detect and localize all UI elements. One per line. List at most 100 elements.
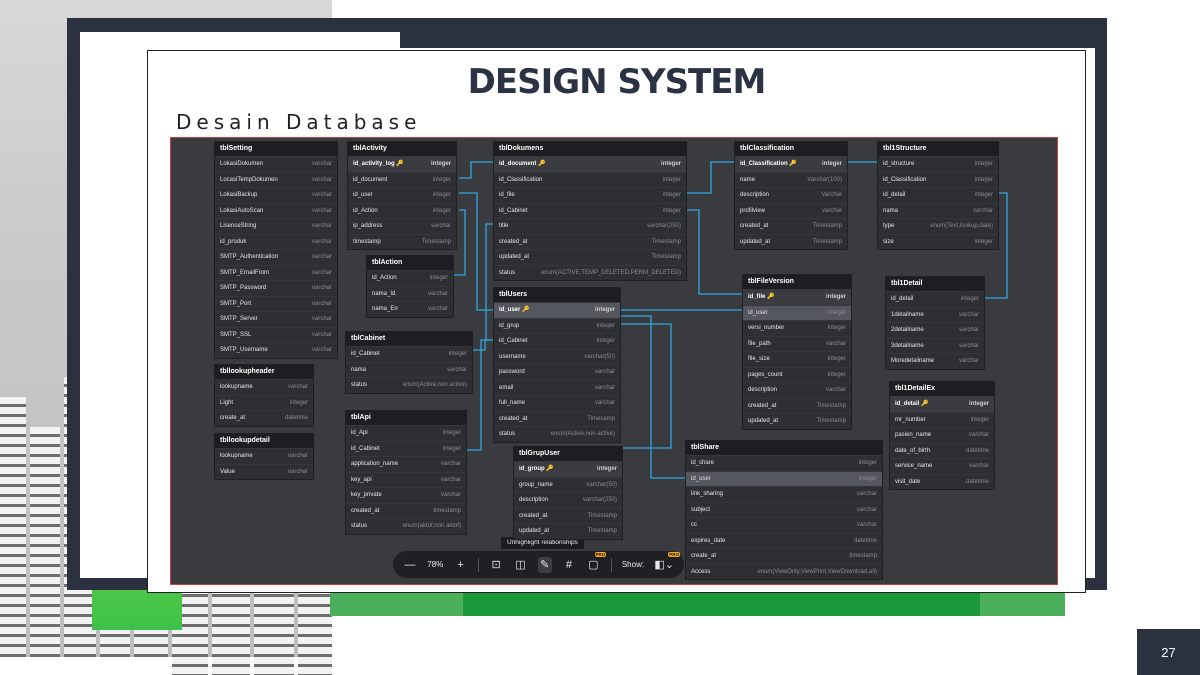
highlight-relationships-icon[interactable]: ✎ xyxy=(537,556,552,573)
relationship-line[interactable] xyxy=(459,192,493,311)
relationship-line[interactable] xyxy=(473,340,486,351)
relationship-line[interactable] xyxy=(621,315,685,479)
note-icon[interactable]: ▢PRO xyxy=(588,551,607,571)
table-row[interactable]: id_user 🔑integer xyxy=(494,302,620,318)
table-row[interactable]: id_detail 🔑integer xyxy=(890,396,994,412)
fit-view-icon[interactable]: ⊡ xyxy=(491,559,501,571)
table-row[interactable]: id_document 🔑integer xyxy=(494,156,686,172)
table-row[interactable]: id_Classification 🔑integer xyxy=(735,156,847,172)
relationship-line[interactable] xyxy=(687,161,734,194)
relationship-line[interactable] xyxy=(459,161,493,179)
layout-icon[interactable]: ◫ xyxy=(515,559,526,571)
table-row[interactable]: id_group 🔑integer xyxy=(514,461,622,477)
